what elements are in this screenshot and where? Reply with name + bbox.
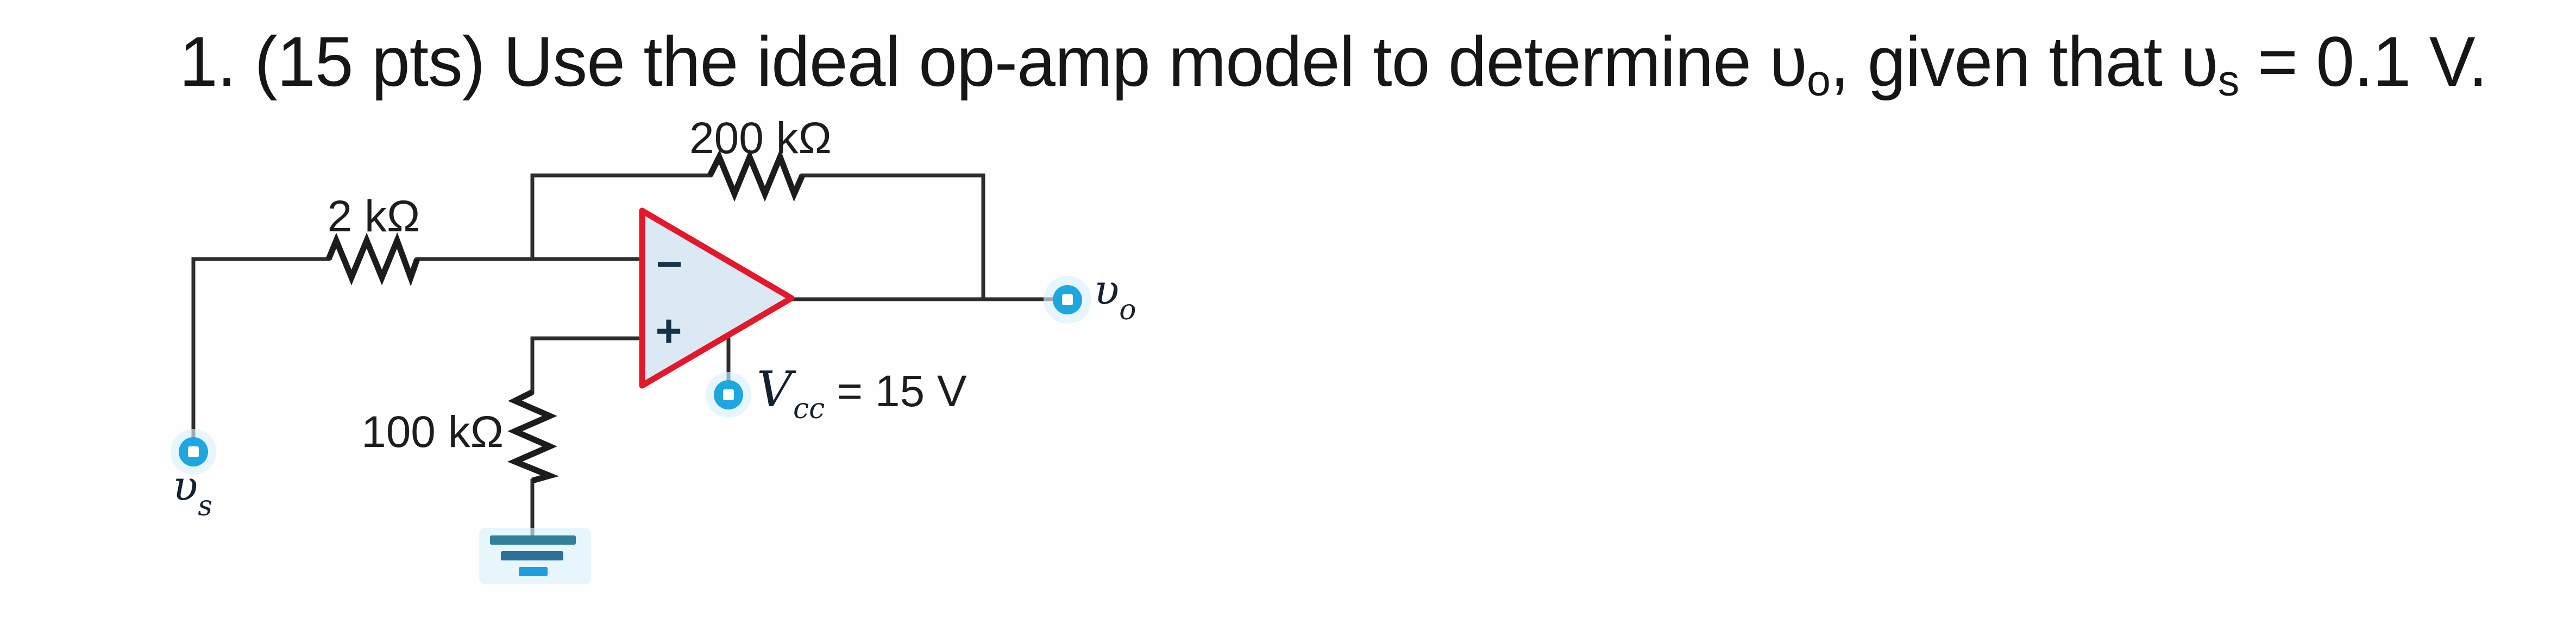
label-vs-subscript: s <box>198 490 212 522</box>
terminal-vs-core <box>188 446 199 457</box>
label-vs-base: υ <box>173 462 198 510</box>
label-2k: 2 kΩ <box>328 192 420 241</box>
terminal-vo <box>1044 276 1091 324</box>
terminal-vcc <box>706 372 751 418</box>
problem-title: 1. (15 pts) Use the ideal op-amp model t… <box>179 26 2487 103</box>
title-vo-symbol: υ <box>1769 22 1807 101</box>
wire-source-branch <box>191 257 331 439</box>
ground-bar-middle <box>501 551 563 560</box>
terminal-vcc-core <box>723 389 734 400</box>
title-vs-subscript: s <box>2217 56 2239 105</box>
title-text-1: 1. (15 pts) Use the ideal op-amp model t… <box>179 22 1770 101</box>
opamp-minus-sign: − <box>656 238 682 289</box>
opamp-triangle <box>639 207 795 389</box>
label-100k: 100 kΩ <box>361 407 504 457</box>
ground-symbol <box>479 528 591 584</box>
label-vo: υo <box>1094 266 1136 326</box>
label-vcc-subscript: cc <box>793 393 825 425</box>
terminal-vs <box>171 429 216 475</box>
title-text-3: = 0.1 V. <box>2239 22 2488 101</box>
title-text-2: , given that <box>1830 22 2181 101</box>
ground-bar-top <box>490 535 576 545</box>
terminal-vo-core <box>1062 294 1073 305</box>
label-vo-subscript: o <box>1119 294 1136 326</box>
title-vs-symbol: υ <box>2181 22 2219 101</box>
resistor-200k <box>707 149 806 202</box>
label-vcc: Vcc = 15 V <box>757 361 967 425</box>
label-200k: 200 kΩ <box>689 113 832 163</box>
title-vo-subscript: o <box>1807 56 1831 105</box>
label-vo-base: υ <box>1094 266 1119 314</box>
resistor-100k <box>507 389 559 484</box>
label-vs: υs <box>173 462 212 522</box>
opamp-plus-sign: + <box>655 305 682 356</box>
ground-bar-bottom <box>519 567 548 576</box>
resistor-2k <box>325 232 420 287</box>
label-vcc-base: V <box>757 361 796 418</box>
label-vcc-value: = 15 V <box>837 367 967 416</box>
